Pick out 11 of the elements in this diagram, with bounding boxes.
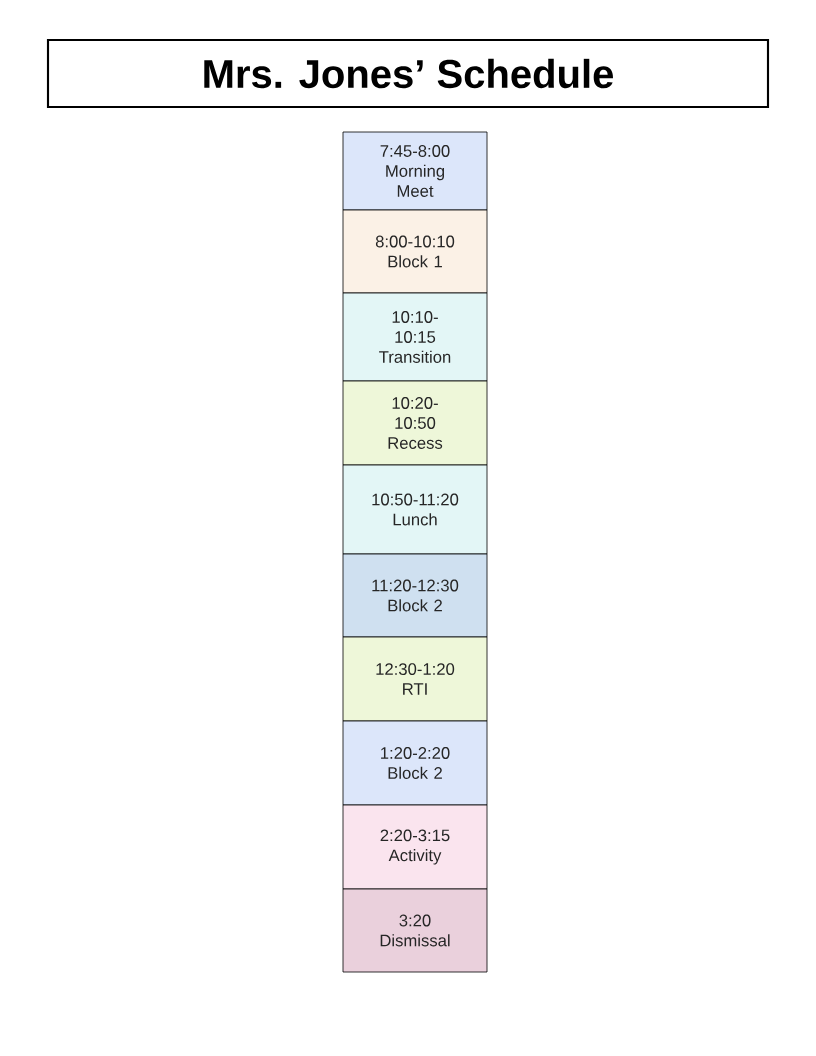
schedule-cell: 8:00-10:10 Block 1: [342, 209, 488, 294]
schedule-cell: 7:45-8:00 Morning Meet: [342, 131, 488, 211]
schedule-cell: 1:20-2:20 Block 2: [342, 720, 488, 806]
schedule-cell: 3:20 Dismissal: [342, 888, 488, 973]
schedule-cell: 10:20-10:50 Recess: [342, 380, 488, 466]
schedule-cell: 2:20-3:15 Activity: [342, 804, 488, 890]
schedule-cell: 10:10-10:15 Transition: [342, 292, 488, 382]
schedule-cell: 12:30-1:20 RTI: [342, 636, 488, 722]
title-box: Mrs. Jones’ Schedule: [46, 38, 770, 109]
schedule-cell: 10:50-11:20 Lunch: [342, 464, 488, 555]
schedule-cell: 11:20-12:30 Block 2: [342, 553, 488, 638]
